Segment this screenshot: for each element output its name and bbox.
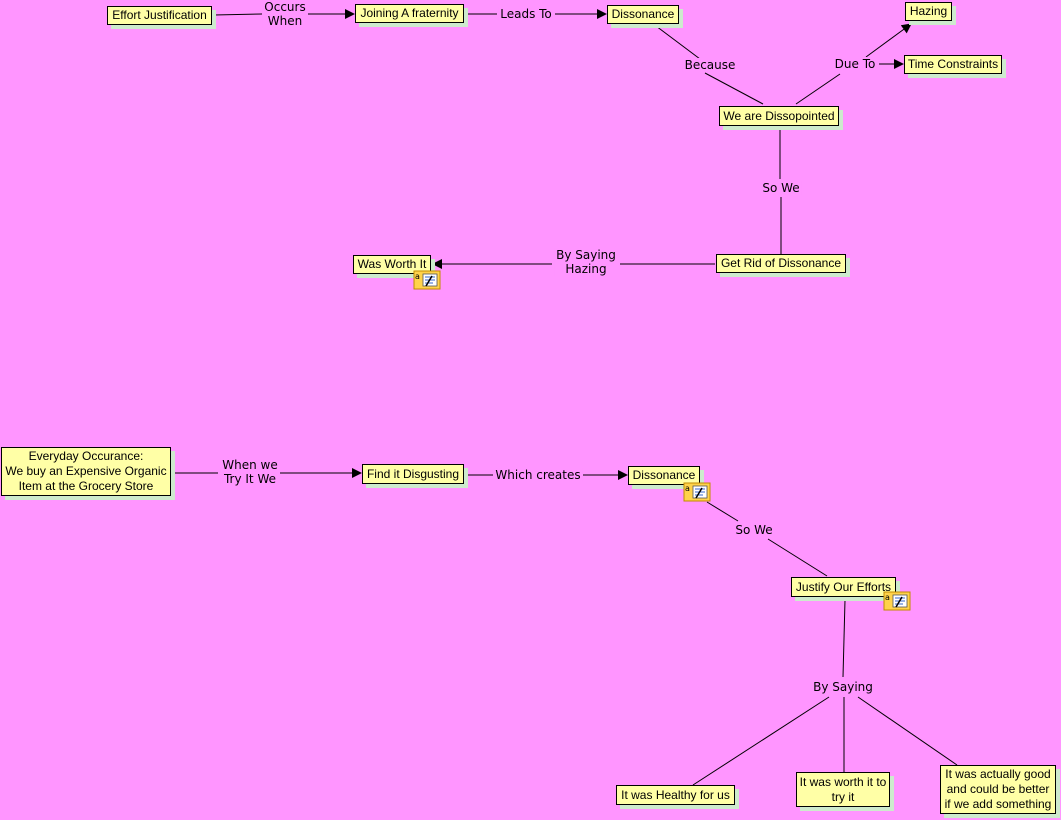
- link-label-so-we-1: So We: [760, 181, 802, 195]
- node-time-constraints[interactable]: Time Constraints: [904, 55, 1002, 74]
- line-dissonance-to-because: [655, 25, 701, 60]
- link-label-due-to: Due To: [832, 57, 878, 71]
- link-label-by-saying-hazing: By Saying Hazing: [554, 248, 618, 276]
- node-worth-it-to-try[interactable]: It was worth it to try it: [796, 772, 890, 807]
- node-joining-fraternity[interactable]: Joining A fraternity: [355, 4, 464, 23]
- node-justify-our-efforts[interactable]: Justify Our Efforts: [791, 577, 896, 597]
- link-label-occurs-when: Occurs When: [262, 0, 308, 28]
- line-bysaying-to-healthy: [692, 696, 830, 786]
- note-attachment-icon[interactable]: a: [683, 482, 711, 502]
- node-dissonance-2[interactable]: Dissonance: [628, 466, 700, 485]
- line-sowe-to-justify: [767, 538, 828, 577]
- node-actually-good[interactable]: It was actually good and could be better…: [940, 765, 1056, 814]
- link-label-which-creates: Which creates: [493, 468, 583, 482]
- note-attachment-icon[interactable]: a: [883, 591, 911, 611]
- svg-text:a: a: [885, 593, 890, 602]
- node-everyday-occurance[interactable]: Everyday Occurance: We buy an Expensive …: [1, 447, 171, 496]
- link-label-by-saying: By Saying: [811, 680, 875, 694]
- node-healthy-for-us[interactable]: It was Healthy for us: [616, 785, 735, 805]
- link-label-so-we-2: So We: [733, 523, 775, 537]
- node-hazing[interactable]: Hazing: [905, 2, 952, 21]
- node-dissonance-1[interactable]: Dissonance: [607, 5, 679, 24]
- node-we-are-dissapointed[interactable]: We are Dissopointed: [719, 106, 839, 126]
- node-get-rid-of-dissonance[interactable]: Get Rid of Dissonance: [716, 254, 846, 273]
- line-because-to-dissapointed: [704, 72, 764, 105]
- node-effort-justification[interactable]: Effort Justification: [107, 6, 212, 25]
- line-justify-to-bysaying: [842, 599, 846, 678]
- link-label-because: Because: [682, 58, 738, 72]
- line-dissapointed-to-dueto: [795, 73, 841, 105]
- node-find-it-disgusting[interactable]: Find it Disgusting: [362, 464, 464, 484]
- svg-text:a: a: [685, 484, 690, 493]
- note-attachment-icon[interactable]: a: [413, 270, 441, 290]
- line-bysaying-to-good: [857, 696, 958, 766]
- link-label-when-we-try: When we Try It We: [220, 458, 280, 486]
- line-dissonance-to-sowe: [706, 501, 739, 522]
- link-label-leads-to: Leads To: [498, 7, 554, 21]
- svg-text:a: a: [415, 272, 420, 281]
- node-was-worth-it[interactable]: Was Worth It: [353, 255, 431, 274]
- line-dueto-to-hazing: [865, 23, 912, 58]
- line-effort-to-occurs: [213, 13, 263, 16]
